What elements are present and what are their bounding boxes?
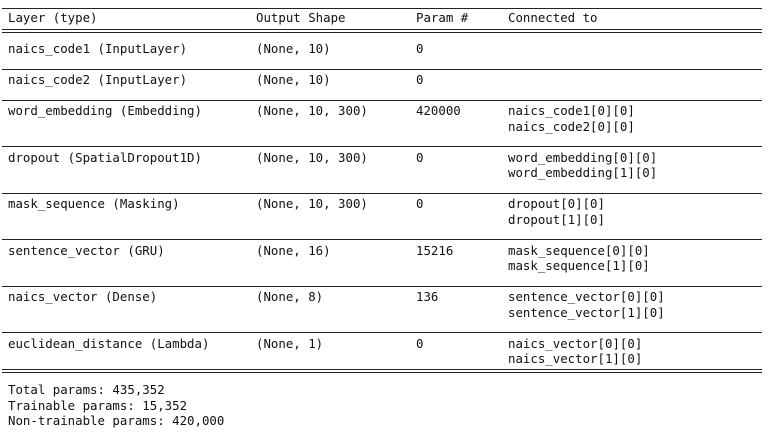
- output-shape: (None, 8): [256, 289, 324, 304]
- param-count: 0: [416, 72, 424, 87]
- param-count: 15216: [416, 243, 454, 258]
- output-shape: (None, 10, 300): [256, 196, 368, 211]
- connected-to: dropout[1][0]: [508, 212, 605, 227]
- layer-name: mask_sequence (Masking): [8, 196, 180, 211]
- header-connected-to: Connected to: [508, 10, 598, 25]
- output-shape: (None, 1): [256, 336, 324, 351]
- output-shape: (None, 16): [256, 243, 331, 258]
- param-count: 0: [416, 196, 424, 211]
- connected-to: naics_code1[0][0]: [508, 103, 635, 118]
- layer-name: naics_vector (Dense): [8, 289, 158, 304]
- layer-name: euclidean_distance (Lambda): [8, 336, 210, 351]
- layer-name: naics_code2 (InputLayer): [8, 72, 188, 87]
- row-rule: [2, 100, 762, 101]
- total-params: Total params: 435,352: [8, 382, 165, 397]
- row-rule: [2, 332, 762, 333]
- header-output-shape: Output Shape: [256, 10, 346, 25]
- footer-double-rule: [2, 369, 762, 373]
- row-rule: [2, 286, 762, 287]
- header-param-count: Param #: [416, 10, 469, 25]
- connected-to: sentence_vector[1][0]: [508, 305, 665, 320]
- row-rule: [2, 239, 762, 240]
- output-shape: (None, 10): [256, 41, 331, 56]
- layer-name: sentence_vector (GRU): [8, 243, 165, 258]
- row-rule: [2, 146, 762, 147]
- layer-name: dropout (SpatialDropout1D): [8, 150, 202, 165]
- header-double-rule: [2, 29, 762, 33]
- param-count: 0: [416, 41, 424, 56]
- output-shape: (None, 10, 300): [256, 103, 368, 118]
- param-count: 0: [416, 336, 424, 351]
- row-rule: [2, 193, 762, 194]
- output-shape: (None, 10, 300): [256, 150, 368, 165]
- connected-to: naics_vector[0][0]: [508, 336, 643, 351]
- connected-to: word_embedding[1][0]: [508, 165, 658, 180]
- trainable-params: Trainable params: 15,352: [8, 398, 188, 413]
- connected-to: word_embedding[0][0]: [508, 150, 658, 165]
- layer-name: naics_code1 (InputLayer): [8, 41, 188, 56]
- output-shape: (None, 10): [256, 72, 331, 87]
- connected-to: naics_vector[1][0]: [508, 351, 643, 366]
- header-layer: Layer (type): [8, 10, 98, 25]
- layer-name: word_embedding (Embedding): [8, 103, 202, 118]
- connected-to: mask_sequence[1][0]: [508, 258, 650, 273]
- connected-to: naics_code2[0][0]: [508, 119, 635, 134]
- connected-to: mask_sequence[0][0]: [508, 243, 650, 258]
- connected-to: dropout[0][0]: [508, 196, 605, 211]
- connected-to: sentence_vector[0][0]: [508, 289, 665, 304]
- param-count: 136: [416, 289, 439, 304]
- non-trainable-params: Non-trainable params: 420,000: [8, 413, 225, 428]
- param-count: 0: [416, 150, 424, 165]
- row-rule: [2, 69, 762, 70]
- param-count: 420000: [416, 103, 461, 118]
- top-rule: [2, 8, 762, 9]
